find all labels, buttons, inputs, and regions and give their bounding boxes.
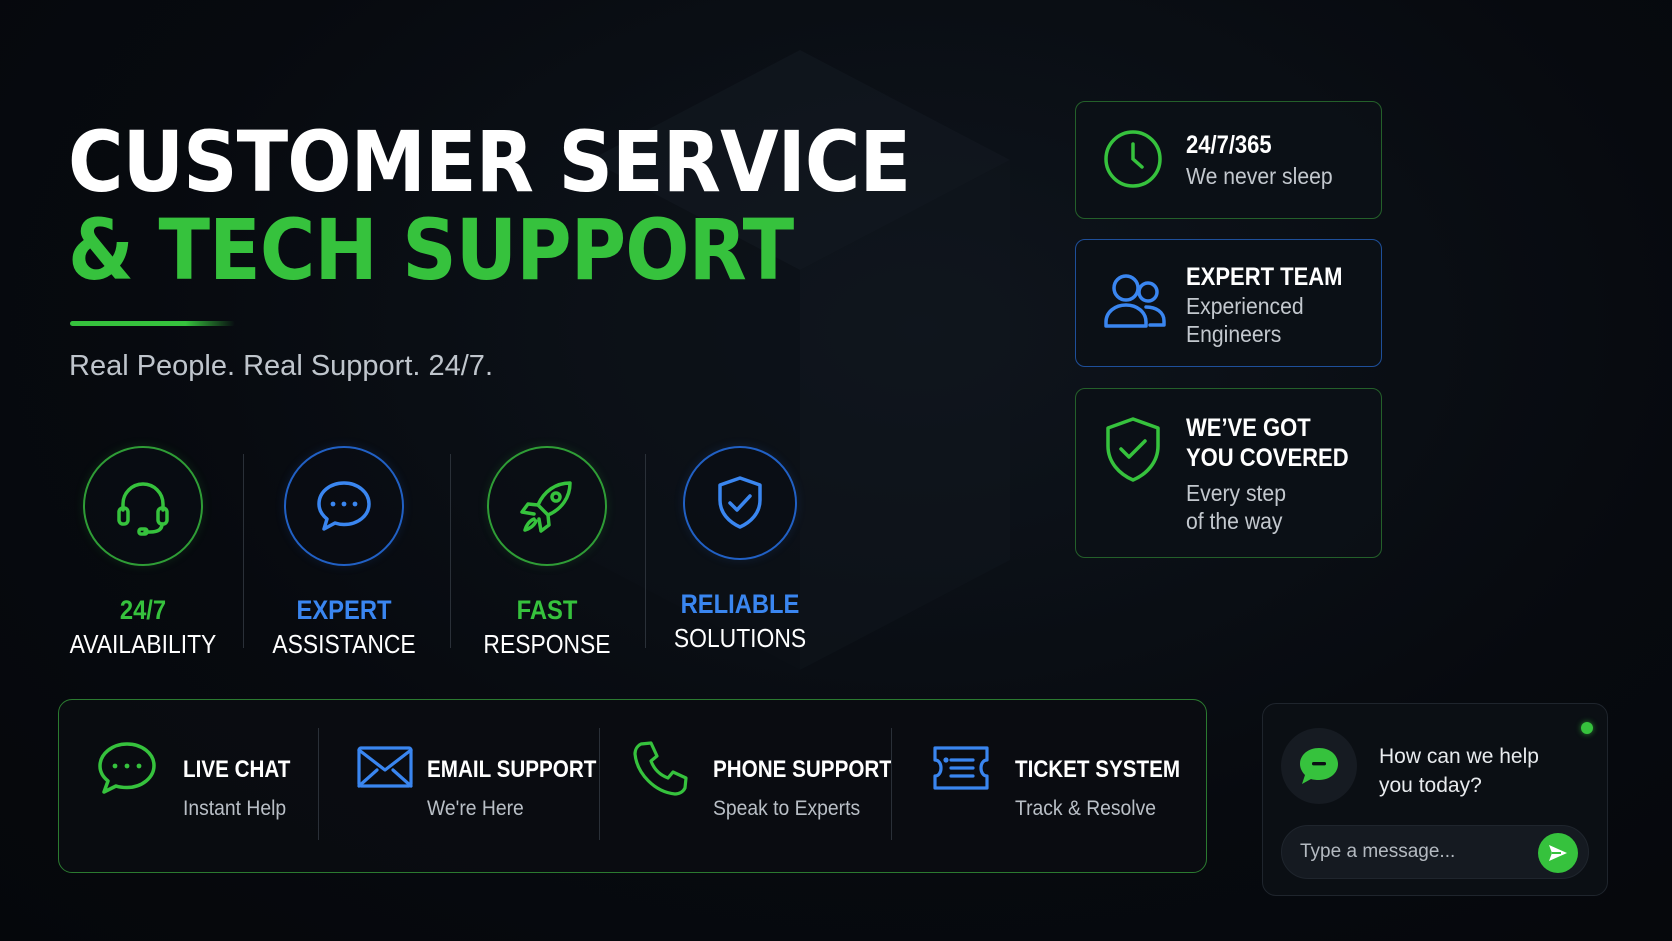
feature-divider xyxy=(450,454,451,648)
shield-check-icon xyxy=(1106,417,1160,482)
rocket-icon xyxy=(487,446,607,566)
feature-divider xyxy=(243,454,244,648)
send-button[interactable] xyxy=(1538,833,1578,873)
support-email[interactable]: EMAIL SUPPORT We're Here xyxy=(357,700,627,872)
chat-avatar xyxy=(1281,728,1357,804)
support-subtitle: Track & Resolve xyxy=(1015,797,1157,820)
feature-label-top: RELIABLE xyxy=(680,589,800,619)
feature-label-top: 24/7 xyxy=(119,595,167,625)
shield-check-icon xyxy=(683,446,797,560)
support-divider xyxy=(599,728,600,840)
headset-icon xyxy=(83,446,203,566)
support-title: TICKET SYSTEM xyxy=(1015,756,1181,783)
page-title: CUSTOMER SERVICE & TECH SUPPORT xyxy=(68,113,911,299)
feature-label-top: EXPERT xyxy=(296,595,392,625)
card-subtitle-line-2: of the way xyxy=(1186,508,1283,534)
chat-greeting: How can we help you today? xyxy=(1379,745,1539,797)
feature-label-top: FAST xyxy=(516,595,578,625)
ticket-icon xyxy=(933,746,989,790)
card-availability: 24/7/365 We never sleep xyxy=(1075,101,1382,219)
chat-widget: How can we help you today? xyxy=(1262,703,1608,896)
card-title: 24/7/365 xyxy=(1186,131,1272,159)
feature-label-bottom: ASSISTANCE xyxy=(272,629,416,659)
title-line-2: & TECH SUPPORT xyxy=(68,201,794,299)
feature-label-bottom: SOLUTIONS xyxy=(673,623,807,653)
card-expert-team: EXPERT TEAM Experienced Engineers xyxy=(1075,239,1382,367)
send-icon xyxy=(1549,845,1567,861)
envelope-icon xyxy=(357,746,413,788)
support-divider xyxy=(318,728,319,840)
support-phone[interactable]: PHONE SUPPORT Speak to Experts xyxy=(633,700,903,872)
support-ticket[interactable]: TICKET SYSTEM Track & Resolve xyxy=(933,700,1193,872)
card-title-line-2: YOU COVERED xyxy=(1186,444,1349,472)
card-subtitle-line-1: Every step xyxy=(1186,480,1286,506)
feature-assistance: EXPERT ASSISTANCE xyxy=(254,446,434,661)
feature-label-bottom: AVAILABILITY xyxy=(69,629,217,659)
feature-response: FAST RESPONSE xyxy=(457,446,637,661)
support-title: PHONE SUPPORT xyxy=(713,756,892,783)
phone-icon xyxy=(633,741,688,796)
title-underline xyxy=(70,321,235,326)
support-divider xyxy=(891,728,892,840)
card-title: EXPERT TEAM xyxy=(1186,263,1343,291)
chat-bubble-icon xyxy=(284,446,404,566)
support-channels-bar: LIVE CHAT Instant Help EMAIL SUPPORT We'… xyxy=(58,699,1207,873)
chat-bubble-icon xyxy=(98,742,156,794)
tagline: Real People. Real Support. 24/7. xyxy=(69,350,493,382)
card-title-line-1: WE’VE GOT xyxy=(1186,414,1311,442)
team-icon xyxy=(1104,274,1166,328)
support-title: LIVE CHAT xyxy=(183,756,291,783)
card-subtitle-line-1: Experienced xyxy=(1186,293,1304,319)
clock-icon xyxy=(1104,130,1162,188)
support-subtitle: Speak to Experts xyxy=(713,797,861,820)
feature-divider xyxy=(645,454,646,648)
online-status-dot xyxy=(1581,722,1593,734)
title-line-1: CUSTOMER SERVICE xyxy=(68,113,911,211)
support-title: EMAIL SUPPORT xyxy=(427,756,597,783)
support-subtitle: We're Here xyxy=(427,797,524,820)
feature-solutions: RELIABLE SOLUTIONS xyxy=(650,446,830,655)
support-live-chat[interactable]: LIVE CHAT Instant Help xyxy=(95,700,365,872)
chat-message-input[interactable] xyxy=(1300,826,1530,878)
chat-bubble-icon xyxy=(1300,748,1338,784)
support-subtitle: Instant Help xyxy=(183,797,287,820)
card-subtitle: We never sleep xyxy=(1186,163,1333,189)
feature-label-bottom: RESPONSE xyxy=(483,629,611,659)
card-subtitle-line-2: Engineers xyxy=(1186,321,1282,347)
card-coverage: WE’VE GOT YOU COVERED Every step of the … xyxy=(1075,388,1382,558)
chat-input-container xyxy=(1281,825,1589,879)
feature-availability: 24/7 AVAILABILITY xyxy=(53,446,233,661)
